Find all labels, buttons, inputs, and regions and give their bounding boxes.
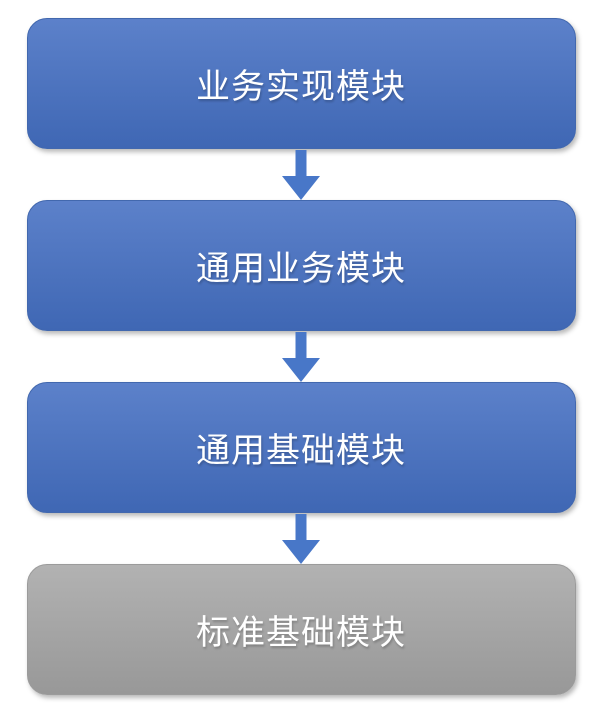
flow-box-general-foundation: 通用基础模块 <box>26 382 576 513</box>
flow-box-business-implementation: 业务实现模块 <box>26 18 576 149</box>
flow-box-label: 标准基础模块 <box>196 614 406 652</box>
flow-box-general-business: 通用业务模块 <box>26 200 576 331</box>
flow-box-standard-foundation: 标准基础模块 <box>26 564 576 695</box>
down-arrow-icon <box>282 149 320 200</box>
flow-box-label: 业务实现模块 <box>196 68 406 106</box>
flow-box-label: 通用基础模块 <box>196 432 406 470</box>
flow-box-label: 通用业务模块 <box>196 250 406 288</box>
connector-3 <box>0 513 602 564</box>
connector-1 <box>0 149 602 200</box>
connector-2 <box>0 331 602 382</box>
down-arrow-icon <box>282 513 320 564</box>
down-arrow-icon <box>282 331 320 382</box>
